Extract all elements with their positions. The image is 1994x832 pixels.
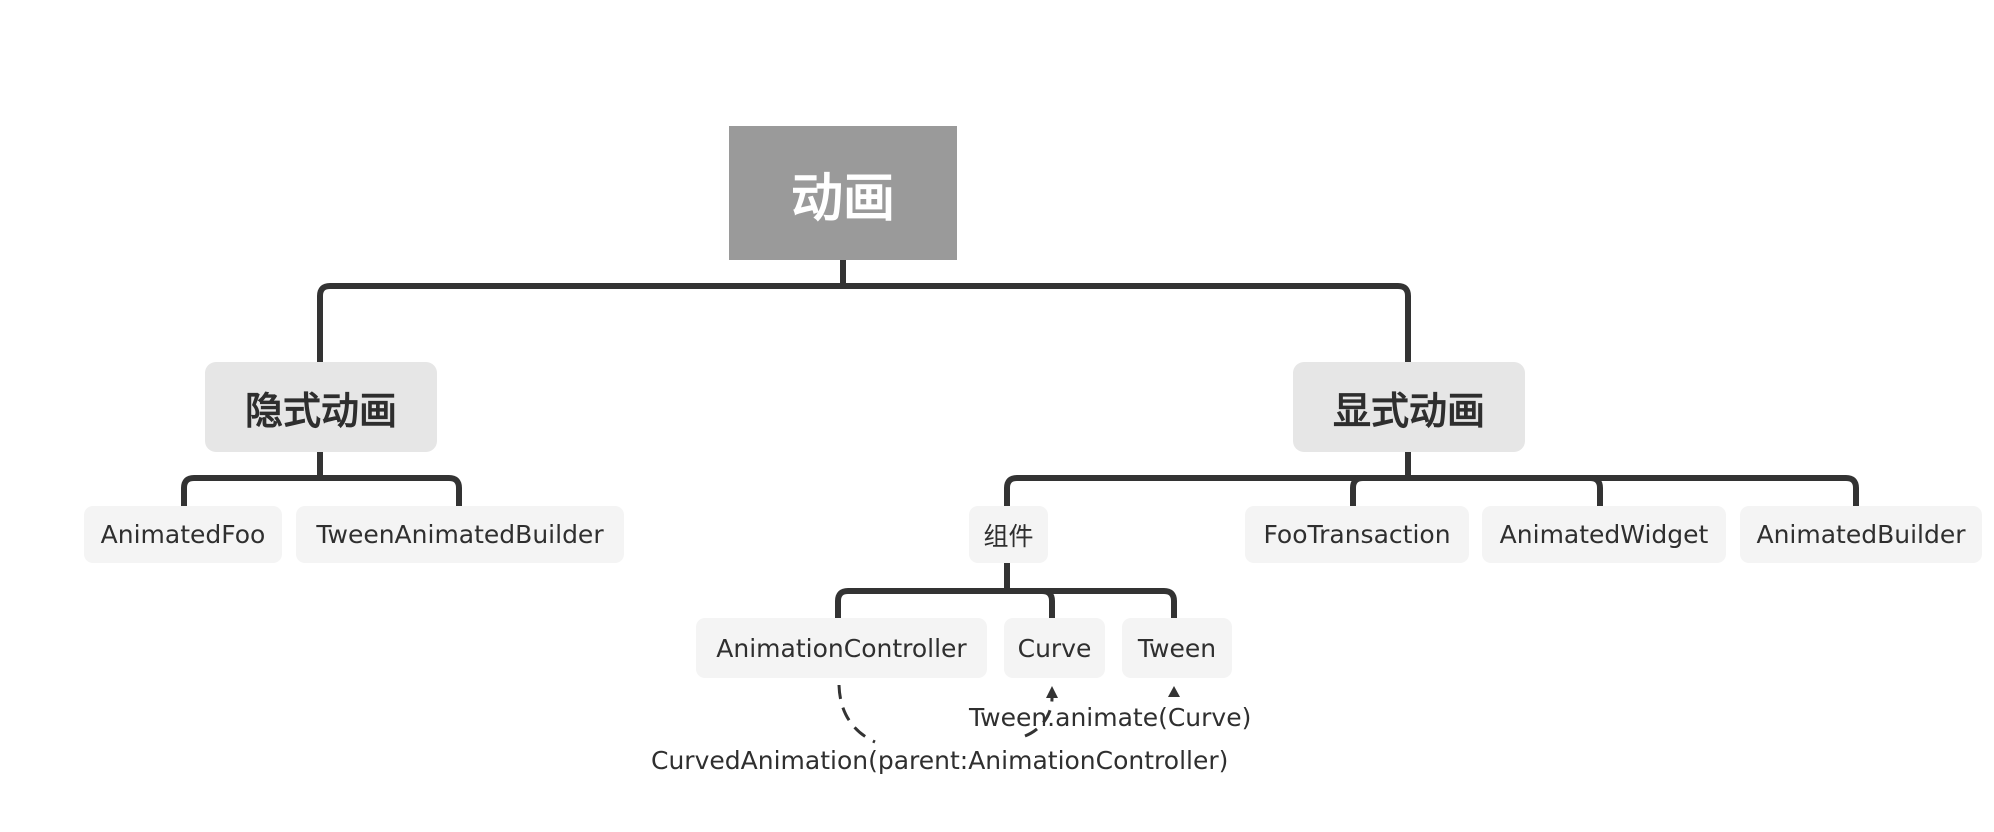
- connector-implicit-branch: [181, 475, 462, 506]
- connector-components-branch-outer: [835, 588, 1177, 618]
- connector-root-branch: [317, 283, 1411, 362]
- implicit-animation-node: 隐式动画: [205, 362, 437, 452]
- connector-components-branch-inner: [1007, 588, 1055, 618]
- foo-transaction-node: FooTransaction: [1245, 506, 1469, 563]
- tween-animated-builder-node: TweenAnimatedBuilder: [296, 506, 624, 563]
- animated-widget-node: AnimatedWidget: [1482, 506, 1726, 563]
- tween-node: Tween: [1122, 618, 1232, 678]
- arrowhead-curve: [1046, 686, 1058, 698]
- connector-explicit-branch-inner: [1350, 475, 1603, 506]
- dashed-curve-controller: [837, 684, 876, 744]
- dashed-curve-to-curve: [1024, 697, 1054, 738]
- components-node: 组件: [969, 506, 1048, 563]
- connector-explicit-branch-outer: [1004, 475, 1859, 506]
- tween-animate-label: Tween.animate(Curve): [969, 703, 1252, 732]
- arrowhead-tween: [1168, 686, 1180, 697]
- curved-animation-label: CurvedAnimation(parent:AnimationControll…: [651, 746, 1229, 775]
- curve-node: Curve: [1004, 618, 1105, 678]
- explicit-animation-node: 显式动画: [1293, 362, 1525, 452]
- animated-builder-node: AnimatedBuilder: [1740, 506, 1982, 563]
- animated-foo-node: AnimatedFoo: [84, 506, 282, 563]
- animation-controller-node: AnimationController: [696, 618, 987, 678]
- root-node: 动画: [729, 126, 957, 260]
